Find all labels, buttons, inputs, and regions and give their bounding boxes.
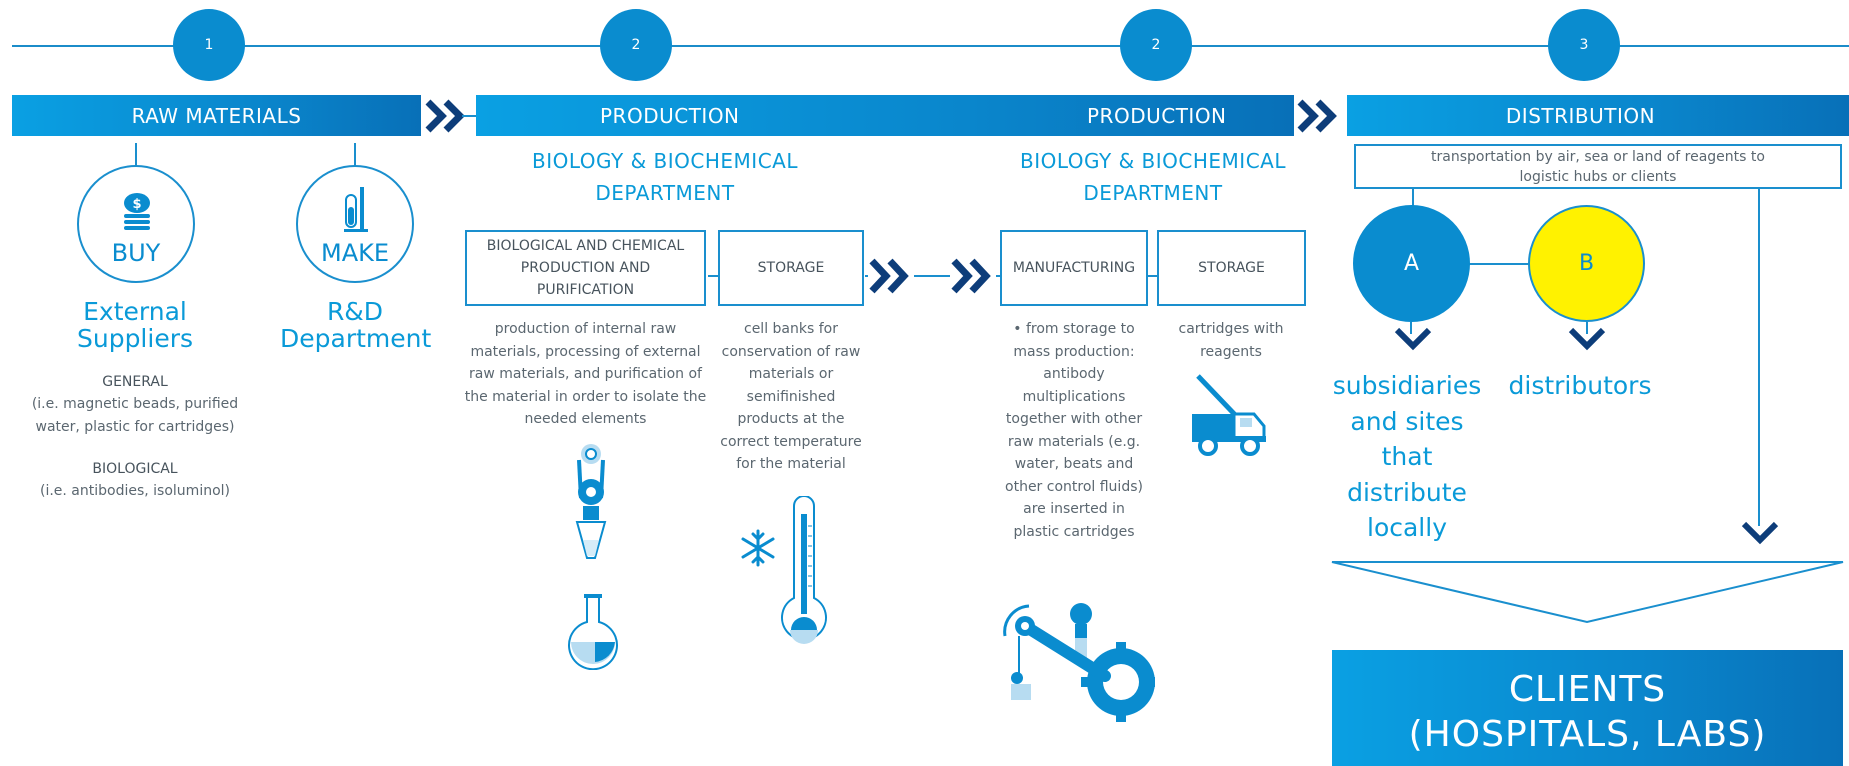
connector-line xyxy=(1410,322,1412,334)
connector-line xyxy=(462,115,476,117)
connector-line xyxy=(1412,189,1414,207)
double-chevron-icon xyxy=(425,99,465,133)
storage-box: STORAGE xyxy=(1157,230,1306,306)
step-3-marker: 3 xyxy=(1548,9,1620,81)
step-1-marker: 1 xyxy=(173,9,245,81)
storage-description: cartridges with reagents xyxy=(1178,321,1284,360)
funnel-shape xyxy=(1331,561,1844,624)
buy-circle: $ BUY xyxy=(77,165,195,283)
robot-gear-icon xyxy=(1003,603,1155,722)
clients-box: CLIENTS (HOSPITALS, LABS) xyxy=(1332,650,1843,766)
make-label: MAKE xyxy=(320,239,390,267)
snowflake-icon xyxy=(741,529,775,567)
production-description: production of internal raw materials, pr… xyxy=(464,321,707,427)
coins-icon: $ xyxy=(124,193,150,230)
chevron-down-icon xyxy=(1394,327,1432,351)
flask-icon xyxy=(568,594,618,670)
step-2-marker-b: 2 xyxy=(1120,9,1192,81)
double-chevron-icon xyxy=(1297,99,1337,133)
connector-line xyxy=(1758,189,1760,526)
department-title: BIOLOGY & BIOCHEMICAL DEPARTMENT xyxy=(531,149,798,205)
general-title: GENERAL xyxy=(102,374,168,390)
storage-description: cell banks for conservation of raw mater… xyxy=(720,321,862,472)
connector-line xyxy=(135,143,137,167)
raw-materials-bar: RAW MATERIALS xyxy=(12,95,421,136)
storage-box: STORAGE xyxy=(718,230,864,306)
clients-title: CLIENTS xyxy=(1508,669,1667,710)
external-suppliers-label: External Suppliers xyxy=(76,297,194,353)
b-circle: B xyxy=(1528,205,1645,322)
distributors-label: distributors xyxy=(1508,371,1652,400)
separator-machine-icon xyxy=(575,444,607,559)
connector-line xyxy=(1148,275,1157,277)
rd-department-label: R&D Department xyxy=(280,297,432,353)
connector-line xyxy=(865,275,1000,277)
forklift-truck-icon xyxy=(1192,374,1266,456)
connector-line xyxy=(1468,263,1530,265)
production-bar: PRODUCTION PRODUCTION xyxy=(476,95,1294,136)
clients-subtitle: (HOSPITALS, LABS) xyxy=(1408,714,1767,755)
subsidiaries-label: subsidiaries and sites that distribute l… xyxy=(1332,371,1482,542)
buy-label: BUY xyxy=(111,239,161,267)
connector-line xyxy=(354,143,356,167)
connector-line xyxy=(1586,322,1588,334)
bio-chem-production-box: BIOLOGICAL AND CHEMICAL PRODUCTION AND P… xyxy=(465,230,706,306)
biological-title: BIOLOGICAL xyxy=(92,461,178,477)
make-circle: MAKE xyxy=(296,165,414,283)
svg-text:$: $ xyxy=(132,197,141,212)
distribution-bar: DISTRIBUTION xyxy=(1347,95,1849,136)
manufacturing-box: MANUFACTURING xyxy=(1000,230,1148,306)
biological-text: (i.e. antibodies, isoluminol) xyxy=(39,483,230,499)
department-title: BIOLOGY & BIOCHEMICAL DEPARTMENT xyxy=(1019,149,1286,205)
double-chevron-icon xyxy=(950,256,996,296)
double-chevron-icon xyxy=(868,256,914,296)
chevron-down-icon xyxy=(1741,521,1779,545)
general-text: (i.e. magnetic beads, purified water, pl… xyxy=(31,396,239,435)
manufacturing-description: • from storage to mass production: antib… xyxy=(1005,321,1143,540)
timeline-line xyxy=(12,45,1849,47)
step-2-marker: 2 xyxy=(600,9,672,81)
connector-line xyxy=(708,275,718,277)
test-tube-icon xyxy=(344,187,368,232)
thermometer-icon xyxy=(781,496,827,644)
transport-box: transportation by air, sea or land of re… xyxy=(1354,144,1842,189)
chevron-down-icon xyxy=(1568,327,1606,351)
a-circle: A xyxy=(1353,205,1470,322)
